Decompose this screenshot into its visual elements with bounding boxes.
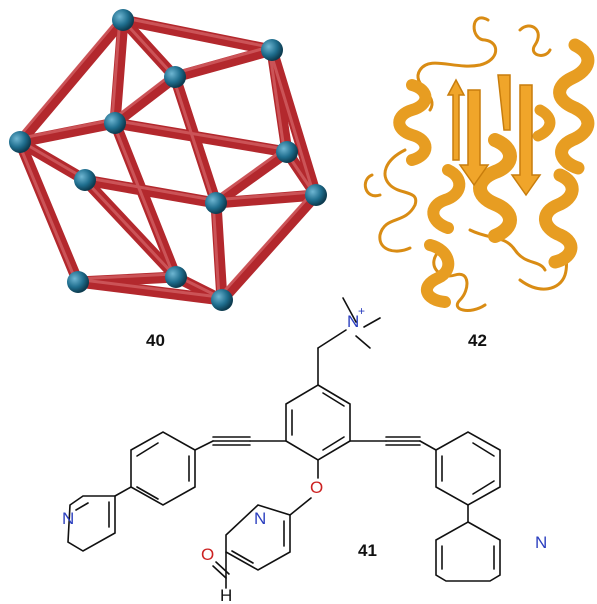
cage-node bbox=[276, 141, 298, 163]
cage-strut-highlight bbox=[80, 175, 215, 202]
cage-strut-highlight bbox=[217, 190, 315, 299]
cage-strut bbox=[14, 14, 129, 148]
protein-sheet bbox=[446, 78, 466, 161]
cage-strut bbox=[72, 276, 228, 306]
cage-node bbox=[165, 266, 187, 288]
protein-helix bbox=[539, 168, 579, 269]
cage-node bbox=[164, 66, 186, 88]
protein-helix bbox=[393, 79, 432, 166]
cage-node bbox=[205, 192, 227, 214]
cage-strut-highlight bbox=[170, 72, 215, 202]
cage-strut bbox=[14, 117, 121, 148]
ether-o-atom: O bbox=[310, 478, 324, 497]
protein-sheet bbox=[458, 89, 490, 187]
cage-strut-highlight bbox=[80, 175, 175, 276]
cage-strut bbox=[210, 197, 228, 306]
aldehyde-h-atom: H bbox=[220, 586, 233, 604]
protein-helix bbox=[427, 164, 466, 234]
cage-strut-highlight bbox=[170, 45, 271, 76]
cage-strut bbox=[109, 117, 182, 283]
protein-loop bbox=[378, 148, 418, 253]
protein-helix bbox=[473, 133, 517, 243]
cage-strut bbox=[109, 14, 129, 129]
cage-strut-highlight bbox=[110, 118, 286, 151]
protein-sheet bbox=[510, 84, 542, 197]
cage-strut bbox=[109, 71, 181, 129]
cage-strut-highlight bbox=[211, 198, 221, 299]
cage-strut-highlight bbox=[15, 137, 77, 281]
cage-node bbox=[211, 289, 233, 311]
cage-strut-highlight bbox=[15, 118, 114, 141]
cage-strut bbox=[266, 44, 322, 201]
cage-strut bbox=[210, 146, 293, 209]
cage-node bbox=[74, 169, 96, 191]
cage-node bbox=[112, 9, 134, 31]
compound-label-40: 40 bbox=[146, 331, 165, 350]
cage-strut-highlight bbox=[267, 45, 286, 151]
cage-strut bbox=[210, 189, 322, 209]
protein-helix bbox=[421, 239, 455, 308]
cage-node bbox=[261, 39, 283, 61]
pyridine-left-n-atom: N bbox=[62, 509, 75, 528]
cage-node bbox=[305, 184, 327, 206]
protein-sheet bbox=[497, 74, 511, 131]
protein-loop bbox=[363, 173, 382, 198]
cage-strut-highlight bbox=[73, 277, 221, 299]
ammonium-charge: + bbox=[358, 304, 366, 318]
cage-node bbox=[104, 112, 126, 134]
protein-helix bbox=[532, 104, 556, 142]
compound-label-42: 42 bbox=[468, 331, 487, 350]
cage-strut-highlight bbox=[73, 272, 175, 281]
ammonium-n-atom: N bbox=[347, 312, 360, 331]
cage-strut bbox=[117, 14, 278, 56]
protein-loop bbox=[432, 248, 487, 312]
cage-strut-highlight bbox=[15, 15, 122, 141]
cage-strut bbox=[14, 136, 84, 288]
pyridine-center-n-atom: N bbox=[254, 509, 267, 528]
cage-strut-highlight bbox=[110, 118, 175, 276]
cage-strut-highlight bbox=[110, 15, 122, 122]
protein-loop bbox=[468, 228, 547, 272]
cage-strut-highlight bbox=[110, 72, 174, 122]
pyridine-right-n-atom: N bbox=[535, 533, 548, 552]
cage-node bbox=[9, 131, 31, 153]
compound-label-41: 41 bbox=[358, 541, 377, 560]
cage-strut bbox=[109, 117, 293, 158]
cage-strut bbox=[79, 174, 222, 209]
cage-node bbox=[67, 271, 89, 293]
cage-strut-highlight bbox=[267, 45, 315, 194]
cage-strut bbox=[169, 44, 278, 83]
cage-strut-highlight bbox=[118, 15, 271, 49]
protein-loop bbox=[518, 24, 552, 57]
cage-strut-highlight bbox=[211, 147, 286, 202]
cage-strut bbox=[216, 189, 322, 306]
cage-strut-highlight bbox=[211, 190, 315, 202]
protein-helix bbox=[553, 38, 595, 175]
aldehyde-o-atom: O bbox=[201, 545, 215, 564]
